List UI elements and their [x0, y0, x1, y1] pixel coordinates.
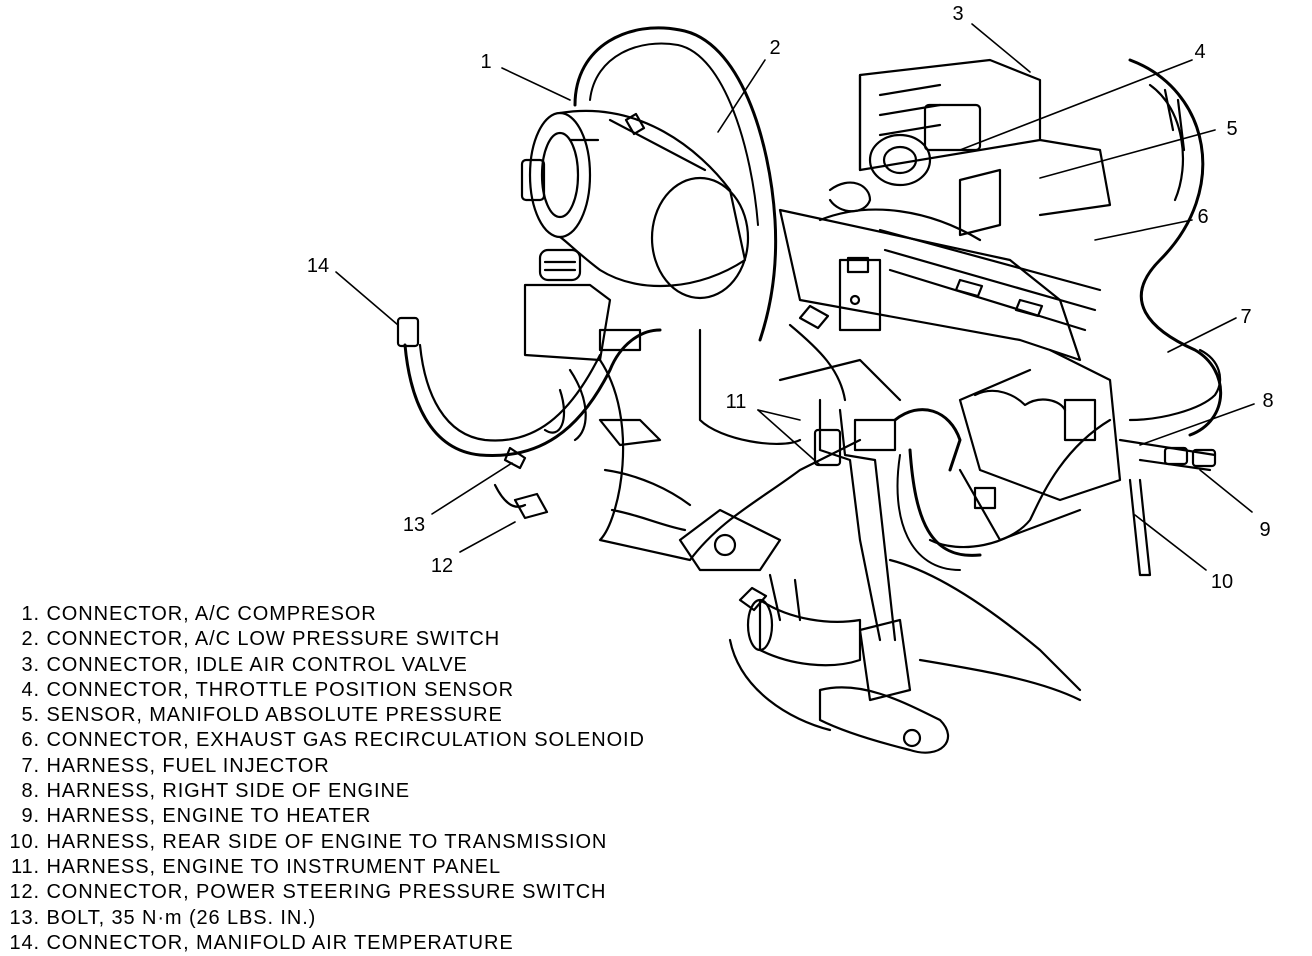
callout-12: 12 [431, 555, 453, 577]
legend-item: 8. HARNESS, RIGHT SIDE OF ENGINE [8, 779, 645, 804]
leader-13 [431, 462, 513, 515]
callout-10: 10 [1211, 571, 1233, 593]
leader-8 [1139, 403, 1255, 446]
legend-text: CONNECTOR, IDLE AIR CONTROL VALVE [46, 653, 468, 676]
legend-text: CONNECTOR, MANIFOLD AIR TEMPERATURE [46, 931, 514, 954]
legend-item: 5. SENSOR, MANIFOLD ABSOLUTE PRESSURE [8, 703, 645, 728]
legend-number: 10. [9, 830, 40, 853]
callout-4: 4 [1194, 41, 1205, 63]
callout-9: 9 [1259, 519, 1270, 541]
legend-number: 9. [21, 805, 40, 828]
legend-text: HARNESS, RIGHT SIDE OF ENGINE [46, 780, 411, 803]
legend-text: HARNESS, REAR SIDE OF ENGINE TO TRANSMIS… [46, 830, 608, 853]
legend-text: BOLT, 35 N·m (26 LBS. IN.) [46, 906, 317, 929]
callout-13: 13 [403, 514, 425, 536]
legend-text: HARNESS, ENGINE TO HEATER [46, 805, 372, 828]
legend-item: 11. HARNESS, ENGINE TO INSTRUMENT PANEL [8, 855, 645, 880]
leader-3 [971, 23, 1031, 73]
leader-9 [1199, 469, 1253, 513]
legend-number: 6. [21, 729, 40, 752]
callout-8: 8 [1262, 390, 1273, 412]
leader-1 [501, 67, 571, 101]
callout-14: 14 [307, 255, 329, 277]
callout-5: 5 [1226, 118, 1237, 140]
engine-block-illustration [598, 58, 1122, 562]
steering-assembly-illustration [678, 508, 1082, 754]
legend-text: SENSOR, MANIFOLD ABSOLUTE PRESSURE [46, 704, 503, 727]
legend-number: 8. [21, 780, 40, 803]
parts-legend: 1. CONNECTOR, A/C COMPRESOR 2. CONNECTOR… [8, 602, 645, 956]
legend-text: CONNECTOR, POWER STEERING PRESSURE SWITC… [46, 881, 607, 904]
legend-item: 13. BOLT, 35 N·m (26 LBS. IN.) [8, 906, 645, 931]
ac-compressor-illustration [520, 109, 750, 300]
leader-12 [459, 521, 516, 553]
legend-item: 9. HARNESS, ENGINE TO HEATER [8, 804, 645, 829]
leader-6 [1094, 219, 1193, 241]
legend-number: 7. [21, 754, 40, 777]
legend-text: CONNECTOR, EXHAUST GAS RECIRCULATION SOL… [46, 729, 645, 752]
legend-text: CONNECTOR, A/C LOW PRESSURE SWITCH [46, 628, 501, 651]
leader-2 [717, 59, 766, 133]
legend-text: HARNESS, ENGINE TO INSTRUMENT PANEL [46, 855, 502, 878]
legend-item: 6. CONNECTOR, EXHAUST GAS RECIRCULATION … [8, 728, 645, 753]
callout-2: 2 [769, 37, 780, 59]
leader-4 [959, 59, 1193, 151]
leader-5 [1039, 129, 1216, 179]
leader-lines [335, 23, 1255, 571]
legend-item: 3. CONNECTOR, IDLE AIR CONTROL VALVE [8, 653, 645, 678]
legend-number: 1. [21, 603, 40, 625]
legend-number: 3. [21, 653, 40, 676]
legend-text: CONNECTOR, A/C COMPRESOR [46, 603, 377, 625]
coolant-reservoir-illustration [523, 248, 612, 362]
leader-14 [335, 271, 399, 326]
legend-item: 2. CONNECTOR, A/C LOW PRESSURE SWITCH [8, 627, 645, 652]
legend-number: 4. [21, 678, 40, 701]
legend-number: 11. [10, 855, 40, 878]
legend-number: 5. [21, 704, 40, 727]
callout-11: 11 [726, 391, 747, 413]
legend-item: 14. CONNECTOR, MANIFOLD AIR TEMPERATURE [8, 931, 645, 956]
callout-6: 6 [1197, 206, 1208, 228]
leader-11a [757, 409, 801, 421]
legend-text: HARNESS, FUEL INJECTOR [46, 754, 330, 777]
legend-item: 1. CONNECTOR, A/C COMPRESOR [8, 602, 645, 627]
callout-7: 7 [1240, 306, 1251, 328]
legend-number: 12. [9, 881, 40, 904]
legend-number: 2. [21, 628, 40, 651]
legend-item: 12. CONNECTOR, POWER STEERING PRESSURE S… [8, 880, 645, 905]
legend-item: 4. CONNECTOR, THROTTLE POSITION SENSOR [8, 678, 645, 703]
callout-3: 3 [952, 3, 963, 25]
legend-text: CONNECTOR, THROTTLE POSITION SENSOR [46, 678, 514, 701]
leader-10 [1134, 514, 1207, 571]
legend-item: 10. HARNESS, REAR SIDE OF ENGINE TO TRAN… [8, 830, 645, 855]
legend-item: 7. HARNESS, FUEL INJECTOR [8, 754, 645, 779]
engine-line-art [396, 26, 1223, 754]
callout-1: 1 [480, 51, 491, 73]
callout-numbers: 1 2 3 4 5 6 7 8 9 10 11 12 13 14 [307, 3, 1274, 593]
legend-number: 13. [9, 906, 40, 929]
legend-number: 14. [9, 931, 40, 954]
leader-11b [757, 409, 821, 466]
leader-7 [1167, 317, 1237, 353]
